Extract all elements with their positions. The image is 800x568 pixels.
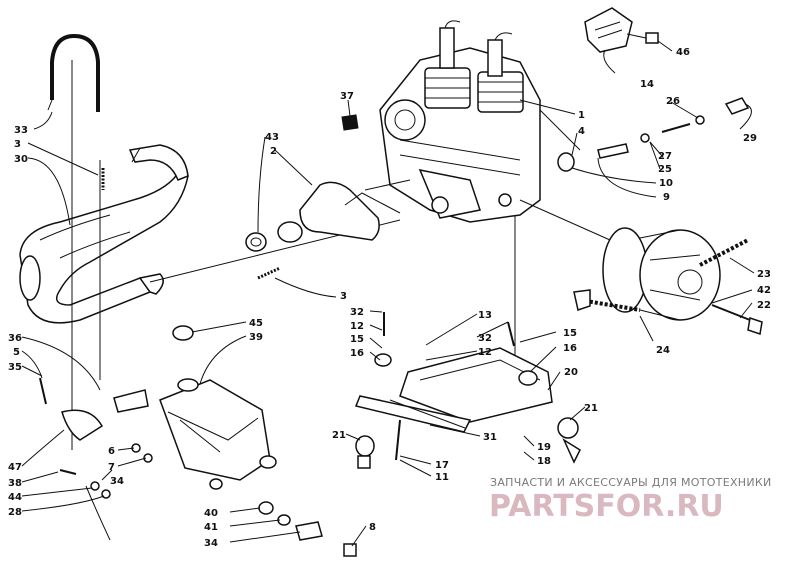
- label-part-2: 2: [270, 146, 277, 157]
- label-part-16: 16: [563, 343, 577, 354]
- label-part-6: 6: [108, 446, 115, 457]
- label-part-46: 46: [676, 47, 690, 58]
- part-number-labels: 33 3 30 43 2 3 37 1 4 10 9 25 27 26 29 1…: [8, 47, 771, 549]
- oil-tank-drawing: [39, 325, 357, 557]
- label-part-3: 3: [14, 139, 21, 150]
- label-part-28: 28: [8, 507, 22, 518]
- label-part-3: 3: [340, 291, 347, 302]
- label-part-16: 16: [350, 348, 364, 359]
- exhaust-manifold-drawing: [245, 181, 401, 252]
- label-part-36: 36: [8, 333, 22, 344]
- label-part-15: 15: [563, 328, 577, 339]
- label-part-19: 19: [537, 442, 551, 453]
- label-part-21: 21: [584, 403, 598, 414]
- shaft-parts-drawing: [557, 97, 750, 172]
- watermark: ЗАПЧАСТИ И АКСЕССУАРЫ ДЛЯ МОТОТЕХНИКИ PA…: [489, 476, 772, 524]
- label-part-12: 12: [478, 347, 492, 358]
- label-part-7: 7: [108, 462, 115, 473]
- label-part-27: 27: [658, 151, 672, 162]
- label-part-12: 12: [350, 321, 364, 332]
- bracket-37-drawing: [341, 114, 359, 131]
- label-part-17: 17: [435, 460, 449, 471]
- label-part-15: 15: [350, 334, 364, 345]
- label-part-40: 40: [204, 508, 218, 519]
- label-part-14: 14: [640, 79, 654, 90]
- drive-clutch-drawing: [573, 227, 763, 335]
- label-part-9: 9: [663, 192, 670, 203]
- label-part-23: 23: [757, 269, 771, 280]
- label-part-8: 8: [369, 522, 376, 533]
- label-part-39: 39: [249, 332, 263, 343]
- label-part-35: 35: [8, 362, 22, 373]
- label-part-1: 1: [578, 110, 585, 121]
- rubber-mounts-drawing: [355, 312, 581, 469]
- label-part-25: 25: [658, 164, 672, 175]
- label-part-20: 20: [564, 367, 578, 378]
- label-part-32: 32: [350, 307, 364, 318]
- label-part-38: 38: [8, 478, 22, 489]
- label-part-43: 43: [265, 132, 279, 143]
- label-part-29: 29: [743, 133, 757, 144]
- label-part-37: 37: [340, 91, 354, 102]
- label-part-30: 30: [14, 154, 28, 165]
- leader-lines: [21, 40, 755, 547]
- engine-drawing: [364, 20, 611, 395]
- label-part-5: 5: [13, 347, 20, 358]
- label-part-45: 45: [249, 318, 263, 329]
- label-part-44: 44: [8, 492, 22, 503]
- engine-mount-plate-drawing: [354, 347, 553, 461]
- label-part-11: 11: [435, 472, 449, 483]
- label-part-24: 24: [656, 345, 670, 356]
- label-part-13: 13: [478, 310, 492, 321]
- label-part-18: 18: [537, 456, 551, 467]
- label-part-31: 31: [483, 432, 497, 443]
- label-part-32: 32: [478, 333, 492, 344]
- label-part-47: 47: [8, 462, 22, 473]
- label-part-26: 26: [666, 96, 680, 107]
- label-part-41: 41: [204, 522, 218, 533]
- watermark-tagline: ЗАПЧАСТИ И АКСЕССУАРЫ ДЛЯ МОТОТЕХНИКИ: [490, 476, 772, 489]
- ignition-coil-drawing: [584, 7, 659, 53]
- watermark-logo: PARTSFOR.RU: [489, 489, 724, 524]
- label-part-34: 34: [204, 538, 218, 549]
- label-part-4: 4: [578, 126, 585, 137]
- label-part-34: 34: [110, 476, 124, 487]
- label-part-10: 10: [659, 178, 673, 189]
- label-part-33: 33: [14, 125, 28, 136]
- exhaust-pipe-drawing: [19, 33, 401, 450]
- label-part-21: 21: [332, 430, 346, 441]
- label-part-22: 22: [757, 300, 771, 311]
- label-part-42: 42: [757, 285, 771, 296]
